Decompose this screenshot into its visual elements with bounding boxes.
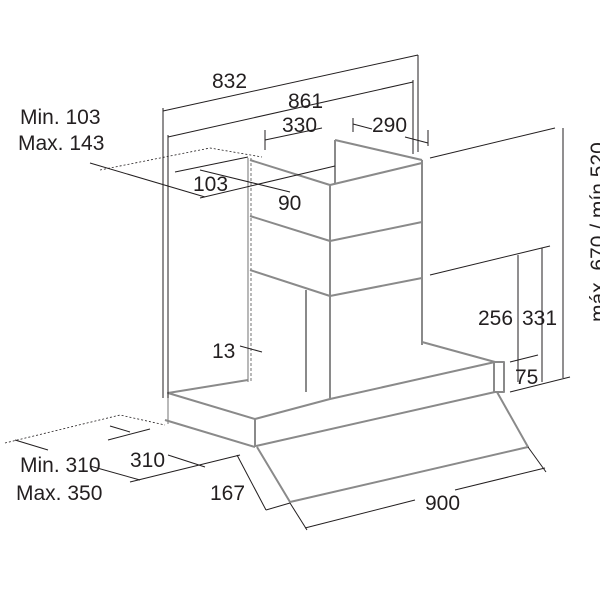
dim-wall-min: Min. 310 <box>20 454 101 477</box>
dim-103: 103 <box>193 173 228 196</box>
dimension-lines <box>4 54 571 531</box>
dim-167: 167 <box>210 482 245 505</box>
dim-310: 310 <box>130 449 165 472</box>
dim-90: 90 <box>278 192 301 215</box>
dim-bracket-min: Min. 103 <box>20 106 101 129</box>
dim-wall-max: Max. 350 <box>16 482 102 505</box>
dim-bracket-max: Max. 143 <box>18 132 104 155</box>
dim-331: 331 <box>522 307 557 330</box>
range-hood-outline <box>164 139 529 503</box>
dim-290: 290 <box>372 114 407 137</box>
dim-75: 75 <box>515 366 538 389</box>
dim-900: 900 <box>425 492 460 515</box>
dim-861: 861 <box>288 90 323 113</box>
dim-256: 256 <box>478 307 513 330</box>
dim-13: 13 <box>212 340 235 363</box>
dim-height-range: máx. 670 / mín 520 <box>587 142 600 322</box>
dim-330: 330 <box>282 114 317 137</box>
dim-832: 832 <box>212 70 247 93</box>
